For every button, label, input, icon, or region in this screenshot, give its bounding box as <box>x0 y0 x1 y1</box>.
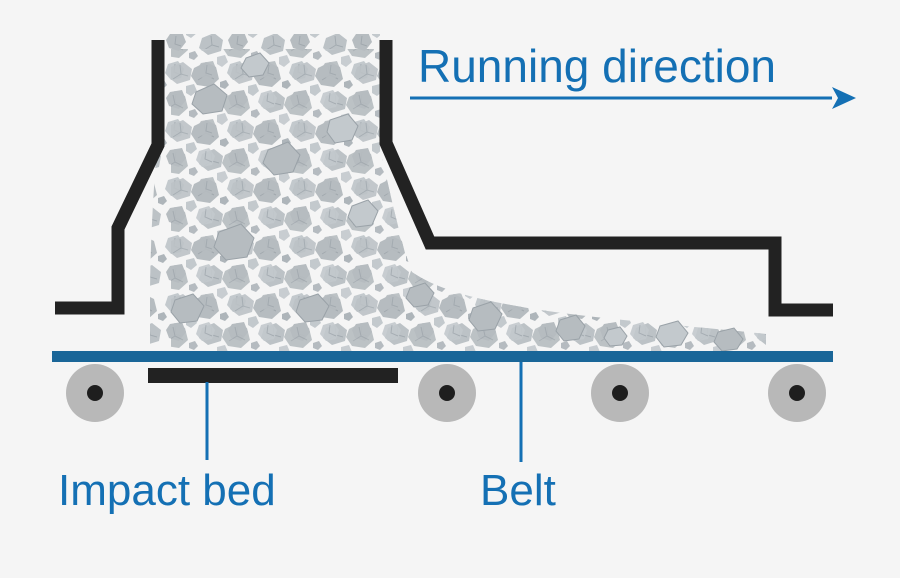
belt-label: Belt <box>480 466 556 515</box>
roller-hub-icon <box>87 385 103 401</box>
roller-hub-icon <box>789 385 805 401</box>
material-rocks-overlay <box>170 52 744 352</box>
roller-hub-icon <box>439 385 455 401</box>
impact-bed-bar <box>148 368 398 383</box>
running-direction-label: Running direction <box>418 40 776 92</box>
roller-4 <box>768 364 826 422</box>
roller-1 <box>66 364 124 422</box>
impact-bed-label: Impact bed <box>58 466 276 515</box>
roller-2 <box>418 364 476 422</box>
chute-right-wall <box>379 40 833 317</box>
conveyor-belt <box>52 351 833 362</box>
roller-3 <box>591 364 649 422</box>
roller-hub-icon <box>612 385 628 401</box>
running-direction-arrow-icon <box>410 87 856 109</box>
roller-group <box>66 364 826 422</box>
chute-left-wall <box>55 40 165 315</box>
